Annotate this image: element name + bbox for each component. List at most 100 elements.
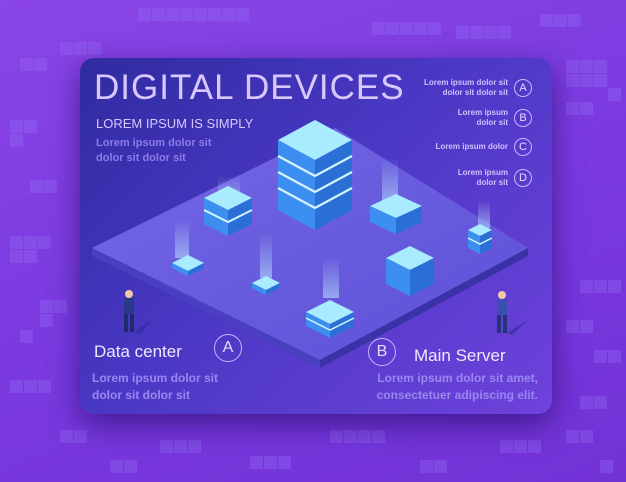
background-pixel xyxy=(166,8,179,21)
background-pixel xyxy=(580,60,593,73)
legend-text: Lorem ipsum dolor xyxy=(436,142,508,152)
background-pixel xyxy=(264,456,277,469)
background-pixel xyxy=(174,440,187,453)
description-line: consectetuer adipiscing elit. xyxy=(376,388,538,402)
background-pixel xyxy=(470,26,483,39)
background-pixel xyxy=(180,8,193,21)
legend-line: dolor sit xyxy=(476,118,508,127)
main-server-label: Main Server xyxy=(414,346,506,365)
legend-text: Lorem ipsum dolor sit dolor sit dolor si… xyxy=(424,78,508,98)
legend-item-b: Lorem ipsum dolor sit B xyxy=(458,108,532,128)
legend-text: Lorem ipsum dolor sit xyxy=(458,108,508,128)
background-pixel xyxy=(580,102,593,115)
background-pixel xyxy=(44,180,57,193)
person-figure-right xyxy=(497,291,528,335)
legend-letter-badge: C xyxy=(514,138,532,156)
main-server-letter-badge: B xyxy=(368,338,396,366)
background-pixel xyxy=(594,350,607,363)
legend-item-c: Lorem ipsum dolor C xyxy=(436,138,532,156)
background-pixel xyxy=(594,396,607,409)
server-left xyxy=(203,186,253,236)
background-pixel xyxy=(414,22,427,35)
background-pixel xyxy=(24,250,37,263)
background-pixel xyxy=(208,8,221,21)
background-pixel xyxy=(74,430,87,443)
isometric-platform xyxy=(92,128,528,368)
background-pixel xyxy=(10,120,23,133)
background-pixel xyxy=(88,42,101,55)
background-pixel xyxy=(20,58,33,71)
background-pixel xyxy=(580,74,593,87)
background-pixel xyxy=(110,460,123,473)
background-pixel xyxy=(528,440,541,453)
background-pixel xyxy=(580,430,593,443)
description-line: dolor sit dolor sit xyxy=(92,388,190,402)
background-pixel xyxy=(400,22,413,35)
data-center-label: Data center xyxy=(94,342,182,361)
background-pixel xyxy=(456,26,469,39)
background-pixel xyxy=(540,14,553,27)
background-pixel xyxy=(40,314,53,327)
device-tile-left xyxy=(172,255,204,276)
main-server-description: Lorem ipsum dolor sit amet, consectetuer… xyxy=(377,370,538,404)
legend-line: Lorem ipsum dolor xyxy=(435,142,508,151)
background-pixel xyxy=(74,42,87,55)
background-pixel xyxy=(194,8,207,21)
legend-letter-badge: B xyxy=(514,109,532,127)
background-pixel xyxy=(372,22,385,35)
server-far-right xyxy=(467,224,493,254)
description-line: Lorem ipsum dolor sit xyxy=(92,371,219,385)
background-pixel xyxy=(600,460,613,473)
data-center-letter-badge: A xyxy=(214,334,242,362)
background-pixel xyxy=(236,8,249,21)
background-pixel xyxy=(568,14,581,27)
background-pixel xyxy=(594,280,607,293)
background-pixel xyxy=(554,14,567,27)
background-pixel xyxy=(514,440,527,453)
background-pixel xyxy=(38,380,51,393)
data-center-description: Lorem ipsum dolor sit dolor sit dolor si… xyxy=(92,370,218,404)
background-pixel xyxy=(566,60,579,73)
background-pixel xyxy=(566,102,579,115)
server-front xyxy=(305,300,355,338)
background-pixel xyxy=(250,456,263,469)
server-right-small xyxy=(370,194,422,234)
main-server-stack xyxy=(277,120,353,230)
legend-item-a: Lorem ipsum dolor sit dolor sit dolor si… xyxy=(424,78,532,98)
background-pixel xyxy=(566,74,579,87)
background-pixel xyxy=(428,22,441,35)
background-pixel xyxy=(498,26,511,39)
header-description: Lorem ipsum dolor sit dolor sit dolor si… xyxy=(96,136,256,166)
background-pixel xyxy=(594,74,607,87)
background-pixel xyxy=(10,236,23,249)
background-pixel xyxy=(38,236,51,249)
background-pixel xyxy=(420,460,433,473)
background-pixel xyxy=(580,396,593,409)
background-pixel xyxy=(566,320,579,333)
person-figure-left xyxy=(124,290,152,334)
background-pixel xyxy=(24,380,37,393)
background-pixel xyxy=(566,430,579,443)
background-pixel xyxy=(434,460,447,473)
background-pixel xyxy=(608,350,621,363)
background-pixel xyxy=(484,26,497,39)
legend-letter-badge: A xyxy=(514,79,532,97)
legend-line: Lorem ipsum xyxy=(457,108,508,117)
legend-letter-badge: D xyxy=(514,169,532,187)
background-pixel xyxy=(580,320,593,333)
background-pixel xyxy=(60,42,73,55)
page-title: DIGITAL DEVICES xyxy=(94,68,405,107)
description-line: Lorem ipsum dolor sit xyxy=(96,137,212,149)
legend-line: Lorem ipsum xyxy=(457,168,508,177)
background-pixel xyxy=(34,58,47,71)
background-pixel xyxy=(10,380,23,393)
background-pixel xyxy=(60,430,73,443)
background-pixel xyxy=(608,280,621,293)
background-pixel xyxy=(10,134,23,147)
background-pixel xyxy=(54,300,67,313)
legend-line: Lorem ipsum dolor sit xyxy=(423,78,508,87)
infographic-card: DIGITAL DEVICES LOREM IPSUM IS SIMPLY Lo… xyxy=(80,58,552,414)
background-pixel xyxy=(344,430,357,443)
page-subtitle: LOREM IPSUM IS SIMPLY xyxy=(96,116,254,131)
